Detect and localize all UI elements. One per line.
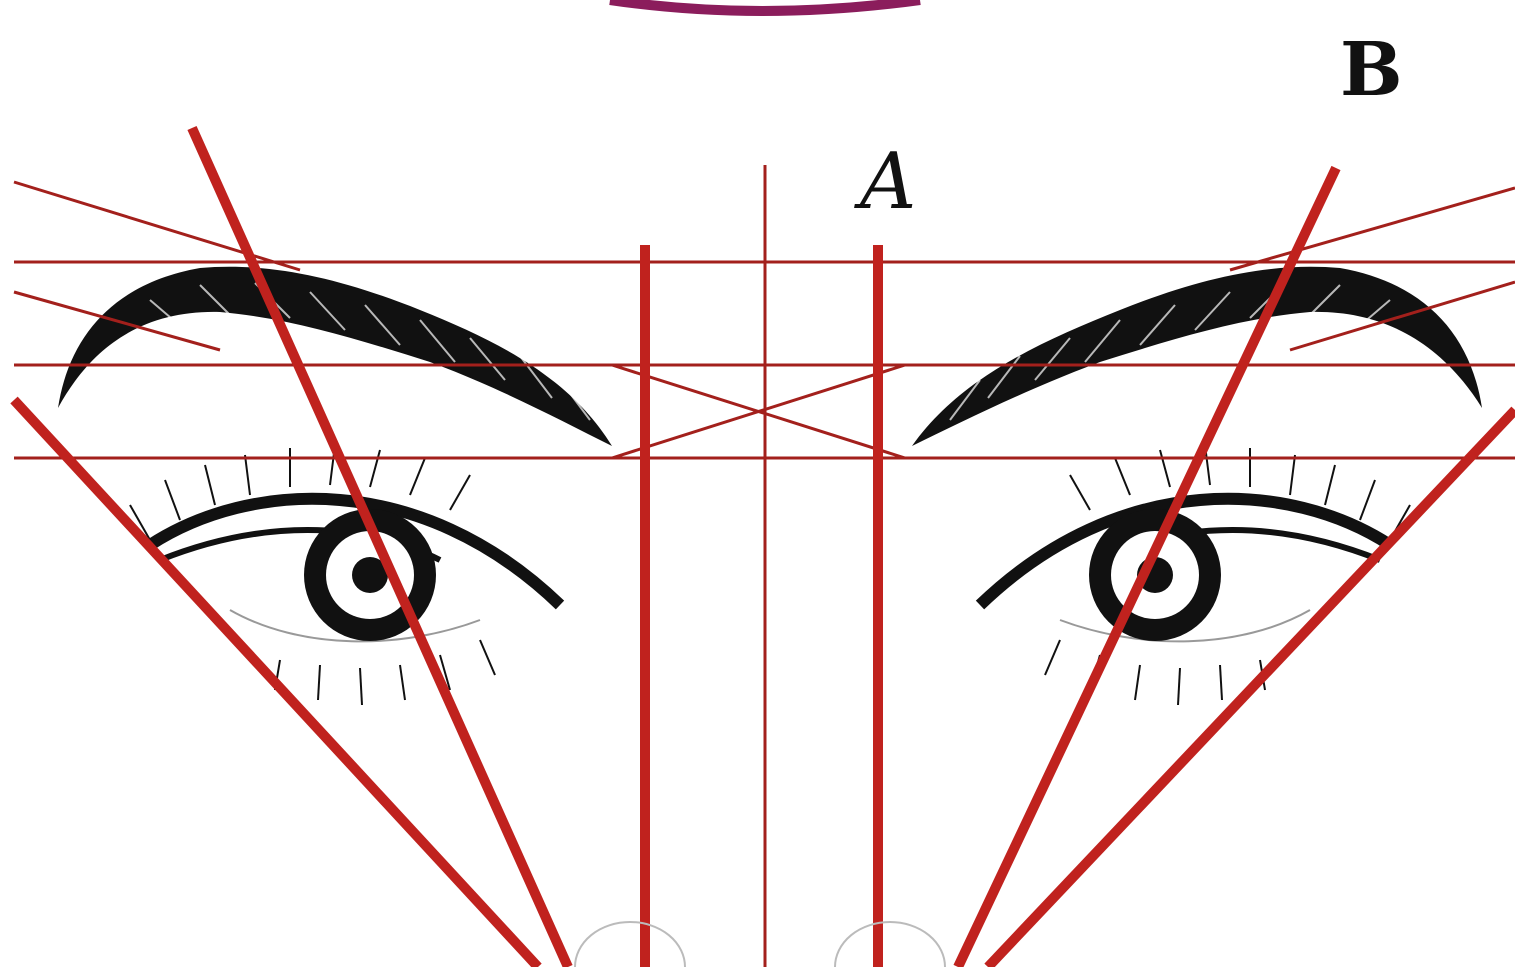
right-diagonal-upper [1230,188,1515,270]
label-b: B [1340,27,1403,113]
left-diagonal-upper [14,182,300,270]
left-shallow-diagonal [14,400,538,967]
right-eye-icon [980,445,1410,705]
right-shallow-diagonal [988,410,1515,967]
label-a: A [854,137,916,227]
left-steep-diagonal [192,128,568,967]
right-nostril-arc [835,922,945,967]
left-nostril-arc [575,922,685,967]
left-eyebrow-icon [58,267,612,446]
right-eyebrow-icon [912,267,1482,446]
top-arc [610,0,920,11]
left-eye-icon [130,445,560,705]
